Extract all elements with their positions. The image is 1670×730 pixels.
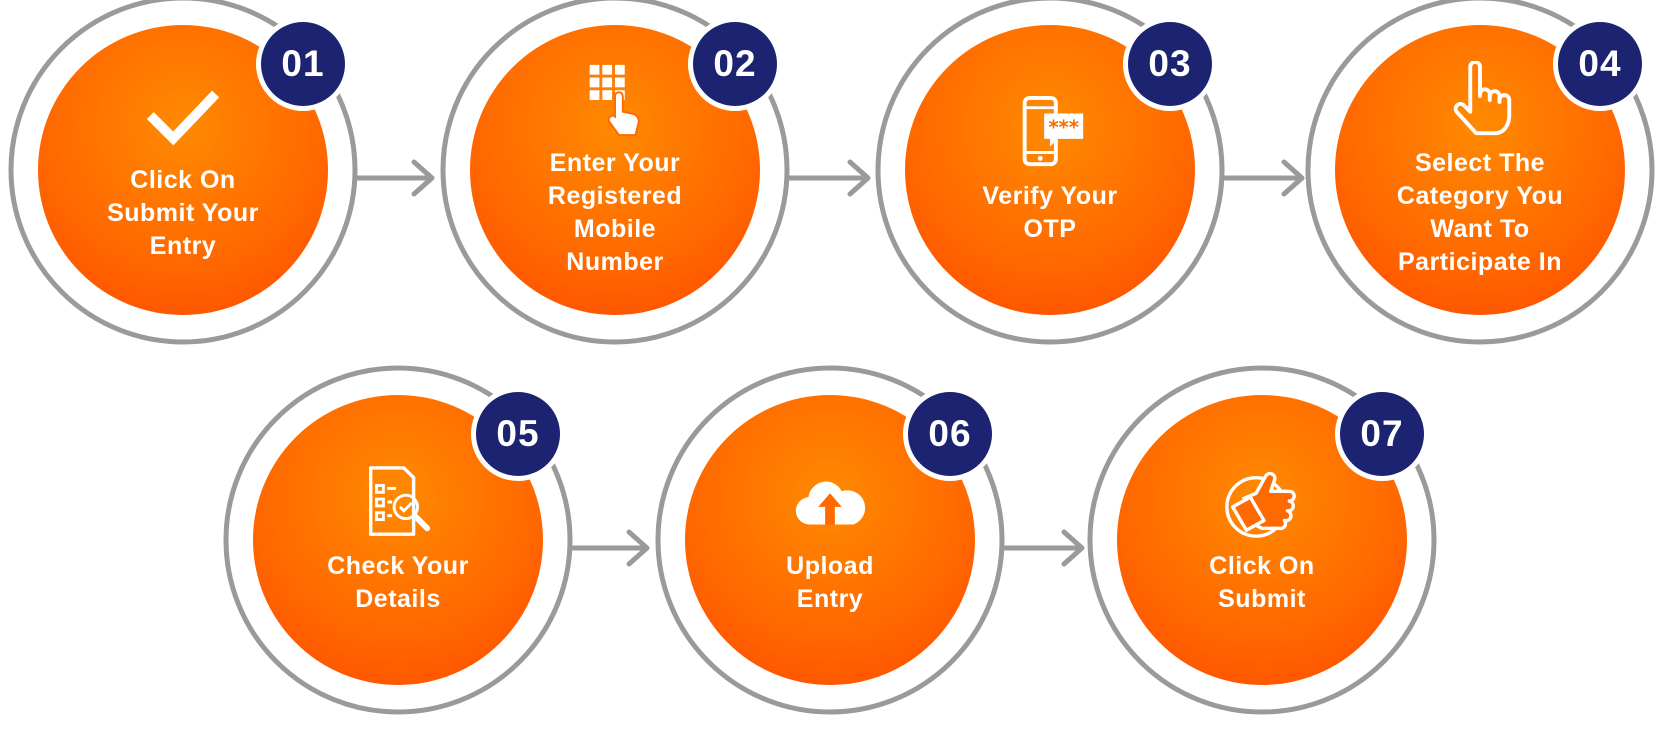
step-number-badge: 06 xyxy=(903,387,997,481)
step-number-badge: 05 xyxy=(471,387,565,481)
phone-otp-icon: *** xyxy=(1022,95,1084,167)
svg-text:***: *** xyxy=(1048,116,1079,139)
document-magnifier-icon xyxy=(368,466,431,536)
step-label: Verify Your OTP xyxy=(982,182,1118,243)
ring-02 xyxy=(440,0,790,345)
step-04: Select The Category You Want To Particip… xyxy=(1335,17,1647,315)
arrow-05-06 xyxy=(569,529,650,567)
step-number-badge: 07 xyxy=(1335,387,1429,481)
ring-03 xyxy=(875,0,1225,345)
ring-04 xyxy=(1305,0,1655,345)
arrow-03-04 xyxy=(1221,159,1305,197)
ring-06 xyxy=(655,365,1005,715)
step-label: Select The Category You Want To Particip… xyxy=(1396,149,1564,276)
step-label: Upload Entry xyxy=(786,552,874,613)
step-06: Upload Entry 06 xyxy=(685,387,997,685)
arrow-01-02 xyxy=(354,159,435,197)
step-number-badge: 01 xyxy=(256,17,350,111)
step-label: Enter Your Registered Mobile Number xyxy=(547,149,683,276)
step-label: Check Your Details xyxy=(327,552,469,613)
arrow-06-07 xyxy=(1001,529,1085,567)
checkmark-icon xyxy=(146,90,220,145)
keypad-tap-icon xyxy=(589,64,640,137)
step-disc: Check Your Details xyxy=(253,395,543,685)
ring-07 xyxy=(1087,365,1437,715)
step-number-badge: 03 xyxy=(1123,17,1217,111)
arrow-02-03 xyxy=(786,159,871,197)
step-02: Enter Your Registered Mobile Number 02 xyxy=(470,17,782,315)
ring-01 xyxy=(8,0,358,345)
step-number-badge: 04 xyxy=(1553,17,1647,111)
step-01: Click On Submit Your Entry 01 xyxy=(38,17,350,315)
step-number-badge: 02 xyxy=(688,17,782,111)
step-label: Click On Submit xyxy=(1209,552,1315,613)
step-05: Check Your Details 05 xyxy=(253,387,565,685)
step-label: Click On Submit Your Entry xyxy=(107,165,259,260)
step-03: *** Verify Your OTP 03 xyxy=(905,17,1217,315)
ring-05 xyxy=(223,365,573,715)
thumbs-up-icon xyxy=(1225,471,1296,538)
step-07: Click On Submit 07 xyxy=(1117,387,1429,685)
cloud-upload-icon xyxy=(795,481,866,525)
pointing-hand-icon xyxy=(1453,61,1512,136)
